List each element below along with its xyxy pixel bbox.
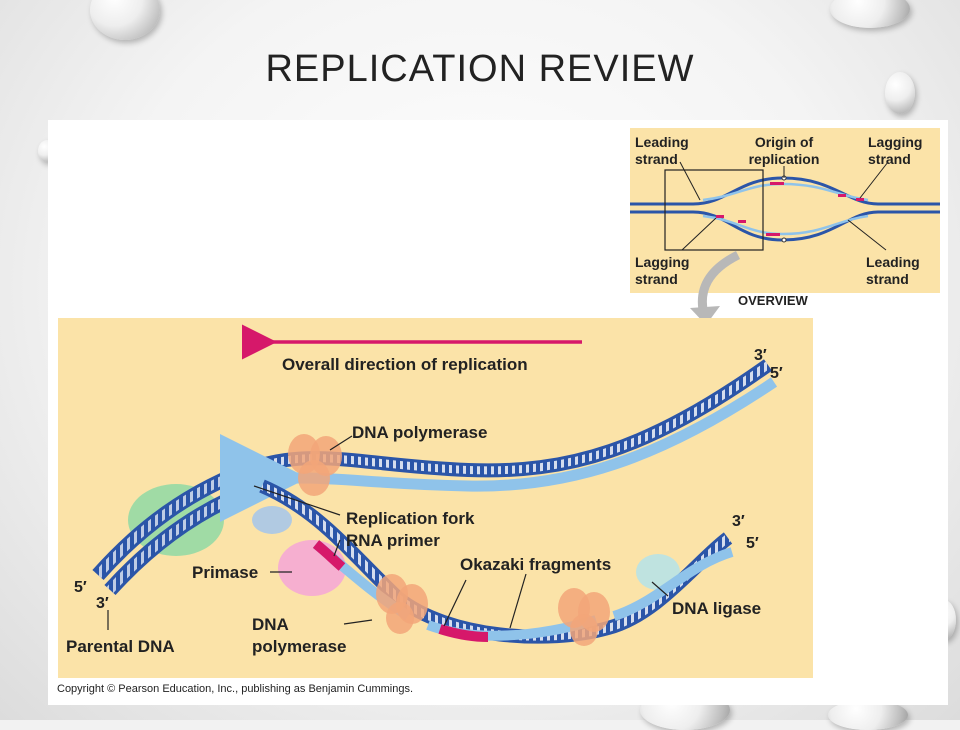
overview-leading-top-l2: strand xyxy=(635,151,678,167)
overview-primer xyxy=(738,220,746,223)
parental-dna-label: Parental DNA xyxy=(66,637,175,656)
direction-label: Overall direction of replication xyxy=(282,355,528,374)
top-5-prime-label: 5′ xyxy=(770,365,783,382)
overview-primer xyxy=(716,215,724,218)
overview-inset: Leading strand Origin of replication Lag… xyxy=(630,128,940,325)
ssb-protein xyxy=(252,506,292,534)
copyright-text: Copyright © Pearson Education, Inc., pub… xyxy=(57,683,414,695)
page-title: REPLICATION REVIEW xyxy=(265,48,695,90)
primase-label: Primase xyxy=(192,563,258,582)
left-3-prime-label: 3′ xyxy=(96,595,109,612)
dna-polymerase-right-protein xyxy=(558,588,610,646)
rna-primer-label: RNA primer xyxy=(346,531,440,550)
dna-polymerase-bottom-label-l2: polymerase xyxy=(252,637,347,656)
okazaki-fragments-label: Okazaki fragments xyxy=(460,555,611,574)
zoom-arrow-head xyxy=(690,306,720,325)
dna-polymerase-top-label: DNA polymerase xyxy=(352,423,487,442)
overview-origin-dot xyxy=(781,237,787,243)
overview-caption: OVERVIEW xyxy=(738,293,809,308)
dna-polymerase-bottom-protein xyxy=(376,574,428,634)
leading-new-strand xyxy=(297,377,778,492)
overview-leading-top-l1: Leading xyxy=(635,134,689,150)
overview-lagging-bottom-l2: strand xyxy=(635,271,678,287)
overview-lagging-top-l1: Lagging xyxy=(868,134,922,150)
rna-primer-segment xyxy=(438,624,489,642)
overview-leading-bottom-l1: Leading xyxy=(866,254,920,270)
water-drop-decoration xyxy=(885,72,915,114)
replication-fork-label: Replication fork xyxy=(346,509,475,528)
replication-diagram: Leading strand Origin of replication Lag… xyxy=(58,128,940,678)
overview-lagging-top-l2: strand xyxy=(868,151,911,167)
top-3-prime-label: 3′ xyxy=(754,347,767,364)
overview-zoom-box xyxy=(664,169,764,251)
overview-origin-l2: replication xyxy=(749,151,820,167)
overview-primer xyxy=(856,198,864,201)
helicase-protein xyxy=(128,484,224,556)
main-panel: Overall direction of replication xyxy=(58,318,813,678)
left-5-prime-label: 5′ xyxy=(74,579,87,596)
replication-diagram-image: Leading strand Origin of replication Lag… xyxy=(48,120,948,705)
right-5-prime-label: 5′ xyxy=(746,535,759,552)
overview-leading-bottom-l2: strand xyxy=(866,271,909,287)
overview-primer xyxy=(766,233,780,236)
overview-new-bottom xyxy=(702,214,869,236)
dna-polymerase-top-protein xyxy=(288,434,342,496)
dna-polymerase-bottom-label-l1: DNA xyxy=(252,615,289,634)
overview-origin-l1: Origin of xyxy=(755,134,814,150)
overview-primer xyxy=(838,194,846,197)
dna-ligase-label: DNA ligase xyxy=(672,599,761,618)
overview-lagging-bottom-l1: Lagging xyxy=(635,254,689,270)
overview-primer xyxy=(770,182,784,185)
rna-primer-segment xyxy=(312,540,346,571)
okazaki-fragment xyxy=(612,547,734,621)
right-3-prime-label: 3′ xyxy=(732,513,745,530)
